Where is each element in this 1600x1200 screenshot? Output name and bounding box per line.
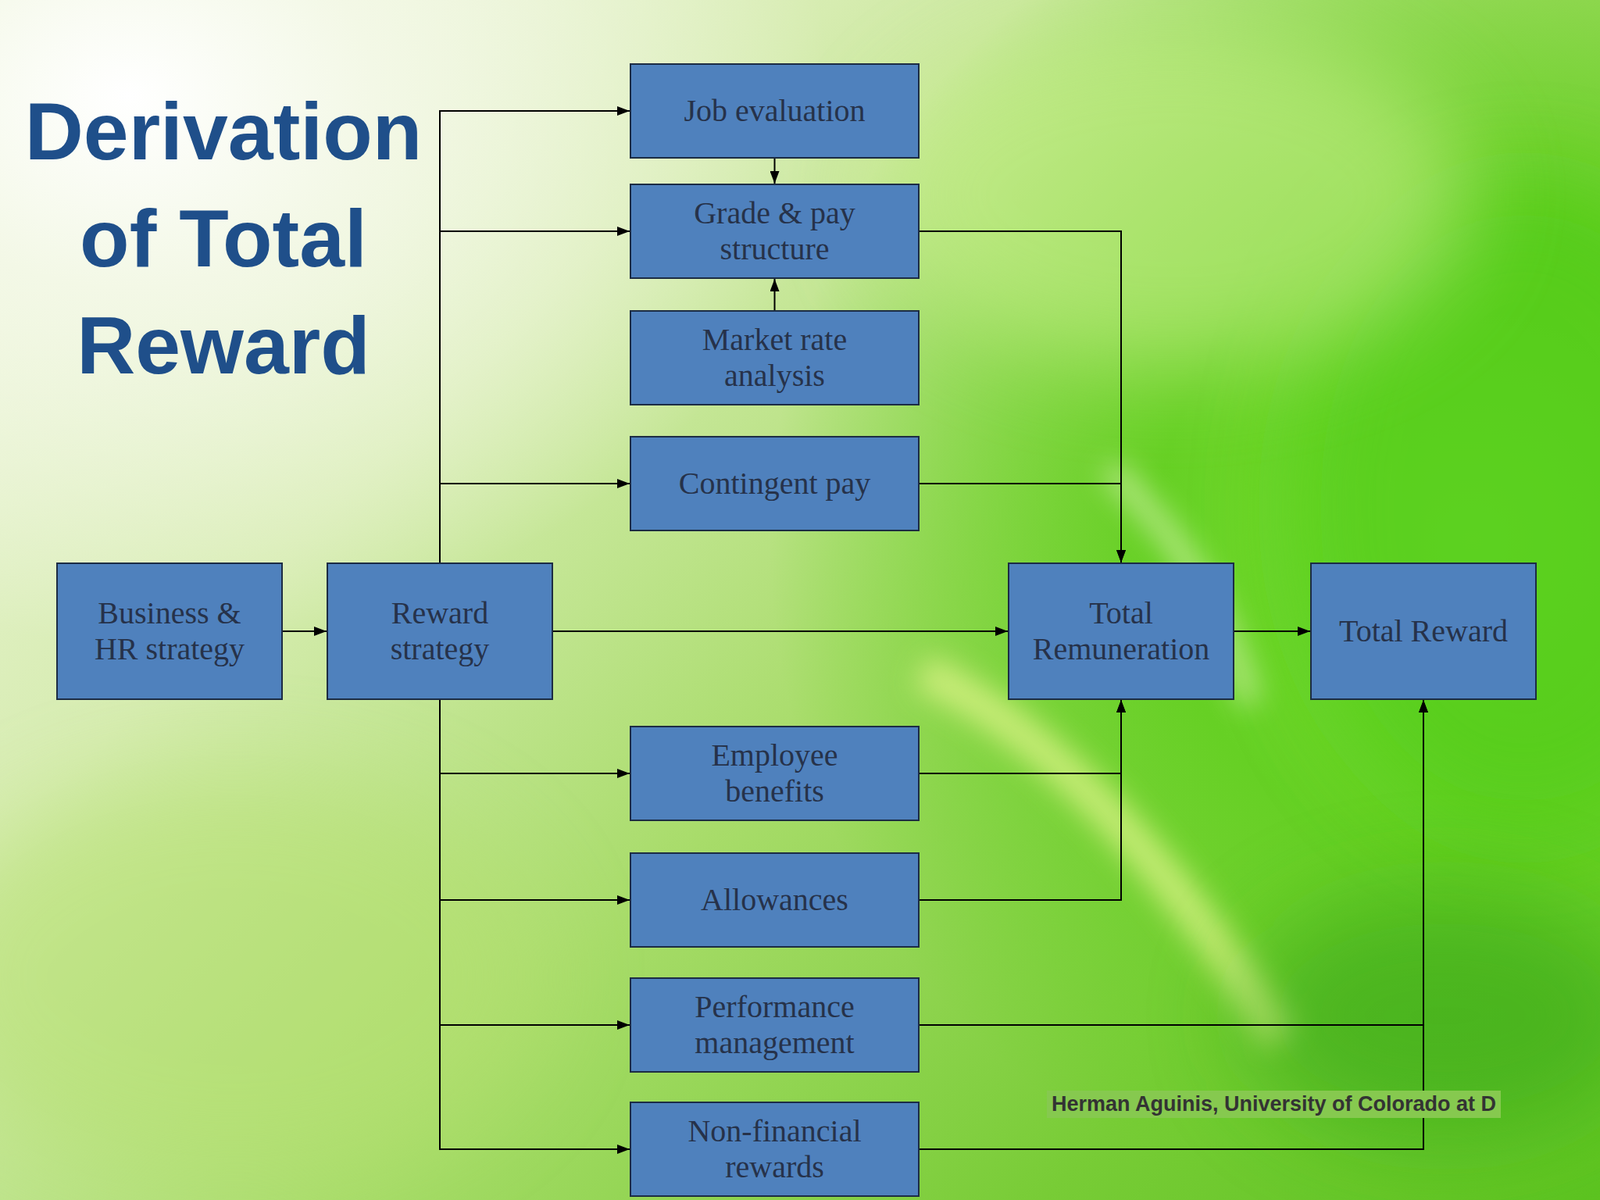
footer-credit: Herman Aguinis, University of Colorado a… — [1046, 1090, 1501, 1118]
box-text: Performance management — [666, 989, 883, 1061]
box-text: Market rate analysis — [666, 321, 883, 394]
box-text: Contingent pay — [678, 465, 872, 502]
leaf-stem — [921, 671, 1282, 1040]
light-haze — [0, 773, 547, 1180]
flow-arrow — [919, 231, 1122, 563]
process-box: Employee benefits — [629, 725, 920, 822]
box-text: Job evaluation — [683, 92, 865, 129]
flow-arrow — [439, 483, 630, 563]
flow-arrow — [774, 278, 776, 311]
flow-arrow — [919, 483, 1122, 563]
flow-arrow — [919, 700, 1122, 900]
process-box: Contingent pay — [629, 435, 920, 532]
flow-arrow — [439, 700, 630, 1025]
box-text: Total Reward — [1339, 613, 1508, 650]
flow-arrow — [919, 700, 1122, 774]
process-box: Reward strategy — [326, 562, 554, 700]
slide-title: Derivation of Total Reward — [12, 78, 435, 400]
process-box: Total Remuneration — [1007, 562, 1235, 700]
flow-arrow — [439, 700, 630, 1150]
flow-arrow — [439, 110, 630, 563]
process-box: Job evaluation — [629, 63, 920, 159]
flow-arrow — [919, 700, 1424, 1150]
box-text: Allowances — [700, 882, 849, 918]
flow-arrow — [282, 630, 327, 633]
flow-arrow — [1234, 630, 1311, 633]
flow-arrow — [439, 231, 630, 563]
process-box: Business & HR strategy — [56, 562, 283, 700]
process-box: Allowances — [629, 852, 920, 948]
box-text: Total Remuneration — [1032, 595, 1211, 668]
process-box: Non-financial rewards — [629, 1101, 920, 1197]
box-text: Grade & pay structure — [666, 195, 883, 268]
flow-arrow — [774, 158, 776, 184]
process-box: Grade & pay structure — [629, 183, 920, 279]
box-text: Employee benefits — [666, 737, 883, 810]
box-text: Reward strategy — [351, 595, 529, 668]
flow-arrow — [439, 700, 630, 900]
process-box: Total Reward — [1310, 562, 1537, 700]
flow-arrow — [553, 630, 1008, 633]
process-box: Market rate analysis — [629, 310, 920, 406]
flow-arrow — [439, 700, 630, 774]
process-box: Performance management — [629, 977, 920, 1073]
box-text: Business & HR strategy — [81, 595, 258, 668]
box-text: Non-financial rewards — [666, 1113, 883, 1186]
flow-arrow — [919, 700, 1424, 1025]
light-haze — [875, 23, 1469, 368]
